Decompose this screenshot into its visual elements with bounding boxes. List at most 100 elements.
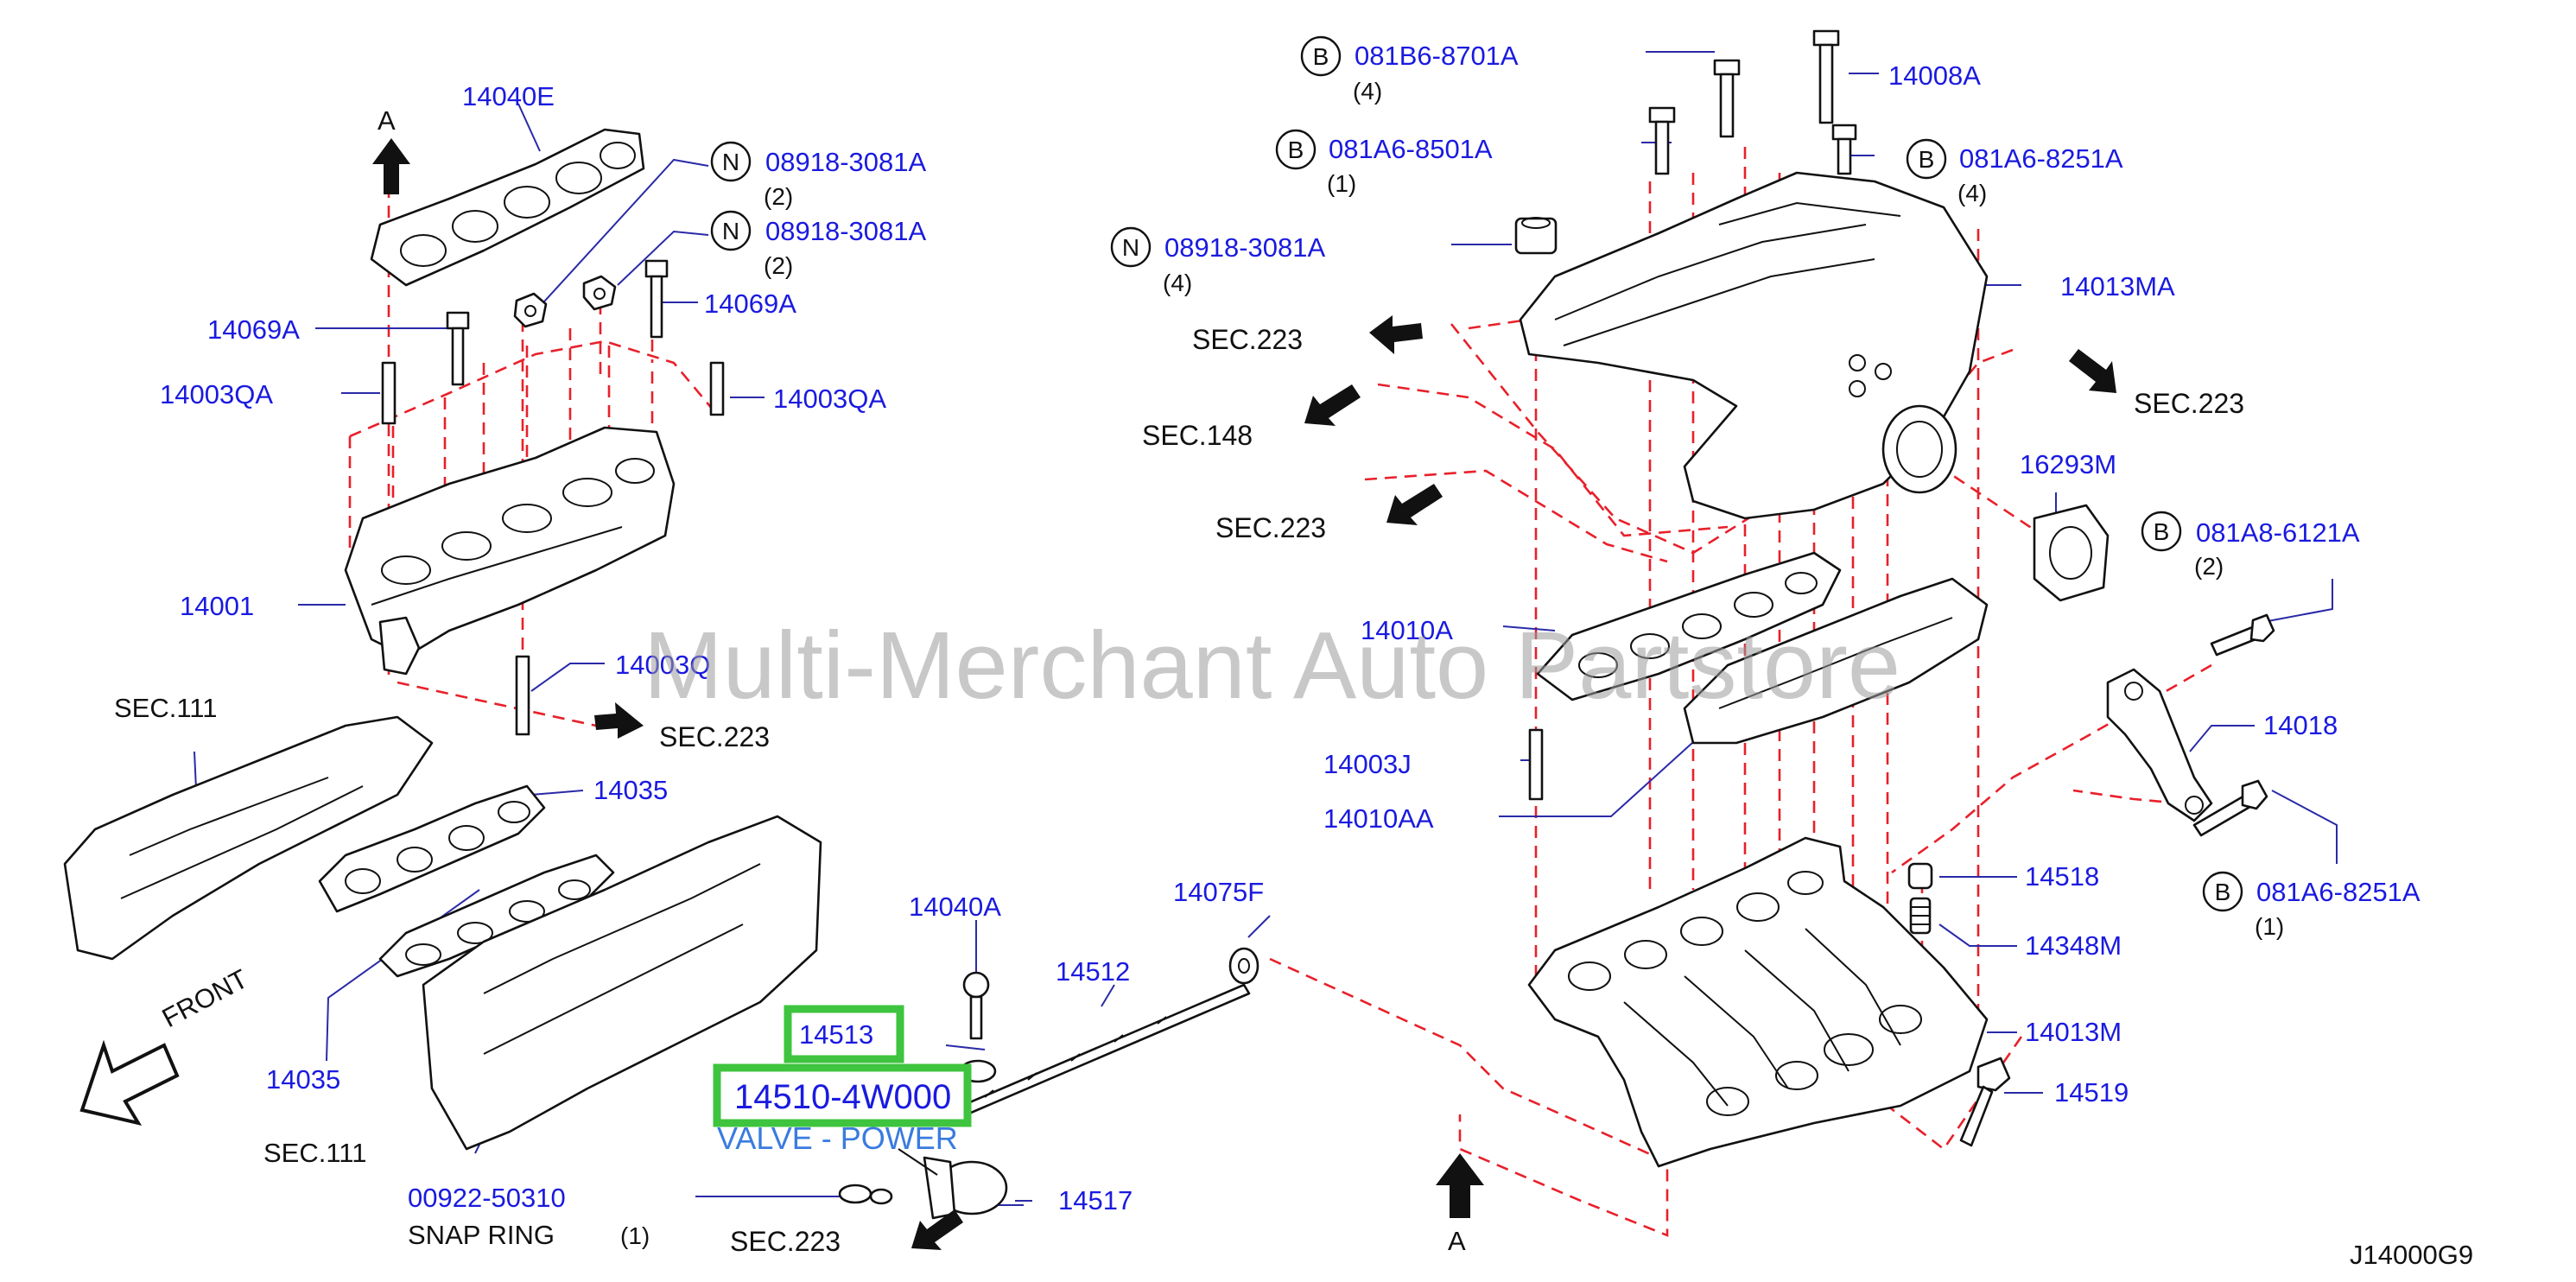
bushing-14075f [1228, 947, 1259, 985]
arrow-down-left-icon [1304, 384, 1361, 426]
label-front: FRONT [157, 963, 253, 1033]
qty-2-a: (2) [764, 183, 793, 210]
watermark-text: Multi-Merchant Auto Partstore [644, 612, 1900, 719]
label-14010a: 14010A [1361, 615, 1453, 645]
svg-text:N: N [722, 149, 739, 175]
label-14348m: 14348M [2025, 930, 2122, 961]
label-14069a-left: 14069A [207, 314, 300, 345]
label-14003qa-right: 14003QA [773, 384, 886, 414]
label-a-top: A [378, 105, 396, 136]
highlight-callout-14510[interactable]: 14510-4W000 [713, 1063, 972, 1127]
label-14013m: 14013M [2025, 1017, 2122, 1047]
qty-4-b6: (4) [1353, 78, 1382, 105]
arrow-down-left-icon [1386, 484, 1443, 525]
gasket-14010a [1536, 551, 1842, 701]
label-14075f: 14075F [1173, 877, 1264, 907]
bolt-081a6-8501 [1648, 106, 1676, 175]
label-14040a: 14040A [909, 892, 1001, 922]
bolt-14040a [962, 971, 990, 1040]
valve-power-label: VALVE - POWER [717, 1120, 958, 1156]
circled-markers: N N N B B B B B [710, 35, 2243, 912]
arrow-down-right-icon [2069, 349, 2116, 393]
collector-14001 [344, 426, 676, 676]
collector-14013ma [1519, 171, 1989, 520]
qty-1-8251b: (1) [2255, 913, 2284, 940]
label-14035-bottom: 14035 [266, 1064, 340, 1095]
label-a-bottom: A [1448, 1226, 1466, 1256]
marker-b-2: B [1275, 129, 1317, 170]
arrow-left-icon [1369, 315, 1423, 354]
marker-b-1: B [1300, 35, 1342, 77]
nut-08918-a [513, 292, 548, 328]
label-16293m: 16293M [2020, 449, 2116, 479]
label-sec223-left: SEC.223 [659, 721, 770, 752]
cylinder-head-bottom [422, 815, 822, 1151]
label-14010aa: 14010AA [1323, 803, 1434, 834]
stud-14003q [515, 655, 530, 736]
label-08918-3081a-3: 08918-3081A [1164, 232, 1325, 263]
diagram-id: J14000G9 [2350, 1240, 2473, 1270]
stud-14003qa-right [709, 361, 725, 416]
highlight-callout-14513[interactable]: 14513 [784, 1005, 904, 1063]
marker-b-5: B [2202, 871, 2243, 912]
nut-08918-b [582, 275, 617, 311]
bolt-081a6-8251-bottom [2192, 779, 2268, 837]
qty-1-8501: (1) [1327, 170, 1356, 197]
label-sec223-a: SEC.223 [1192, 324, 1303, 355]
arrow-right-icon [594, 702, 644, 739]
gasket-14035-lower [378, 854, 615, 978]
callout-14510-text[interactable]: 14510-4W000 [734, 1078, 951, 1116]
gasket-14035-upper [318, 784, 546, 913]
parts-art [63, 29, 2275, 1220]
label-sec223-right: SEC.223 [2134, 388, 2244, 419]
direction-arrows [79, 138, 2116, 1250]
svg-text:N: N [1122, 234, 1139, 261]
gasket-14040e [370, 128, 645, 287]
label-14512: 14512 [1056, 956, 1130, 987]
svg-text:N: N [722, 218, 739, 244]
label-14003j: 14003J [1323, 749, 1412, 779]
label-14013ma: 14013MA [2060, 271, 2175, 301]
label-081b6-8701a: 081B6-8701A [1355, 41, 1519, 71]
label-sec148: SEC.148 [1142, 420, 1253, 451]
svg-text:B: B [2154, 518, 2170, 545]
svg-text:B: B [1313, 43, 1329, 70]
cylinder-head-left [63, 715, 434, 961]
snap-ring-00922 [838, 1184, 893, 1205]
spring-14348m [1909, 897, 1932, 935]
label-14069a-right: 14069A [704, 289, 796, 319]
part-labels: 14040E 08918-3081A (2) 08918-3081A (2) 1… [114, 41, 2473, 1270]
nut-08918-c [1514, 217, 1558, 255]
qty-4-8251: (4) [1957, 180, 1987, 206]
bolt-081b6 [1713, 59, 1741, 138]
bolt-081a6-8251-top [1831, 124, 1857, 175]
qty-2-a8: (2) [2194, 553, 2224, 580]
label-sec111-top: SEC.111 [114, 693, 217, 723]
svg-text:B: B [1919, 146, 1935, 173]
qty-4-n: (4) [1163, 270, 1192, 296]
arrow-up-icon [1436, 1153, 1484, 1218]
marker-b-4: B [2141, 511, 2182, 552]
label-14018: 14018 [2263, 710, 2338, 740]
qty-snap-ring: (1) [620, 1222, 650, 1249]
svg-text:B: B [1288, 136, 1304, 163]
label-14518: 14518 [2025, 861, 2099, 892]
marker-b-3: B [1906, 138, 1947, 180]
arrow-down-left-icon [911, 1209, 963, 1250]
label-08918-3081a-1: 08918-3081A [765, 147, 926, 177]
bolt-14008a [1812, 29, 1840, 124]
shaft-14512 [940, 983, 1251, 1125]
stud-14003j [1528, 728, 1544, 801]
cap-14518 [1907, 862, 1933, 890]
marker-n-1: N [710, 141, 752, 182]
label-sec223-bottom: SEC.223 [730, 1226, 841, 1257]
actuator-14517 [898, 1148, 1008, 1220]
callout-14513-text[interactable]: 14513 [799, 1019, 873, 1050]
bolt-081a8 [2210, 613, 2275, 657]
label-sec111-bottom: SEC.111 [263, 1138, 366, 1168]
qty-2-b: (2) [764, 252, 793, 279]
label-081a6-8251a-top: 081A6-8251A [1959, 143, 2123, 174]
label-081a8-6121a: 081A8-6121A [2196, 517, 2360, 548]
bracket-14018 [2106, 668, 2213, 822]
